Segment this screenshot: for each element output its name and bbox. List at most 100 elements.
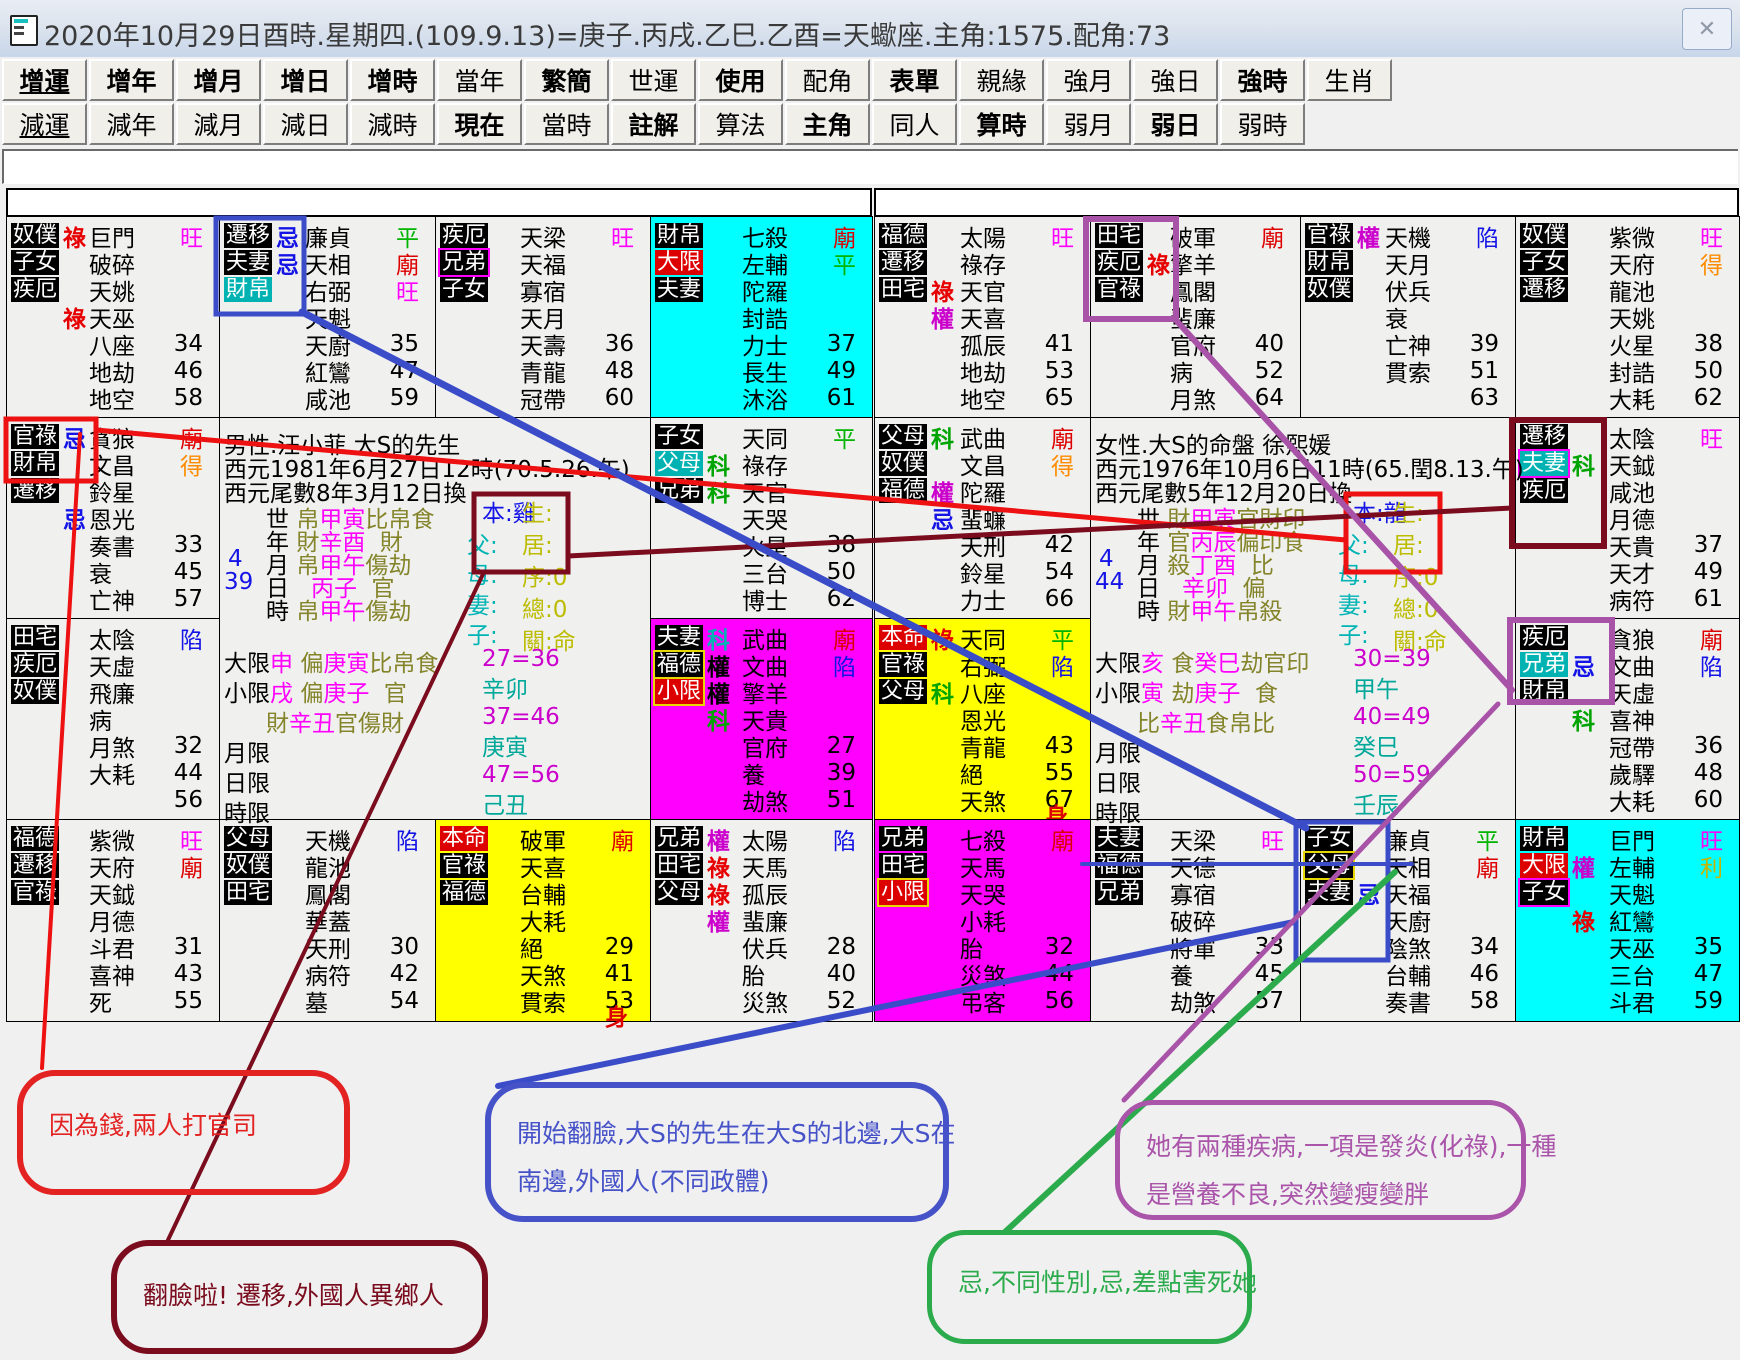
- star-row: 紫微旺: [1609, 225, 1723, 252]
- toolbar-button-配角[interactable]: 配角: [785, 59, 870, 101]
- star-row: 天相廟: [305, 252, 419, 279]
- palace-badge-財帛: 財帛: [655, 223, 704, 248]
- star-row: 天機陷: [1385, 225, 1499, 252]
- toolbar-button-增日[interactable]: 增日: [263, 59, 348, 101]
- toolbar-button-弱日[interactable]: 弱日: [1133, 103, 1218, 145]
- toolbar-button-算法[interactable]: 算法: [698, 103, 783, 145]
- hua-mark-祿: 祿: [63, 306, 86, 333]
- decade-range: 30=39: [1353, 646, 1431, 672]
- shen-marker: 身: [605, 1005, 628, 1031]
- toolbar-button-增年[interactable]: 增年: [89, 59, 174, 101]
- palace-badge-福德: 福德: [879, 223, 928, 248]
- palace-labels: 夫妻福德兄弟: [1095, 825, 1144, 906]
- star-row: 月德: [89, 909, 135, 936]
- toolbar-button-表單[interactable]: 表單: [872, 59, 957, 101]
- toolbar-button-同人[interactable]: 同人: [872, 103, 957, 145]
- toolbar-button-減時[interactable]: 減時: [350, 103, 435, 145]
- toolbar-button-親緣[interactable]: 親緣: [959, 59, 1044, 101]
- palace-badge-奴僕: 奴僕: [224, 853, 273, 878]
- toolbar-button-增時[interactable]: 增時: [350, 59, 435, 101]
- hua-mark-忌: 忌: [276, 252, 300, 279]
- toolbar-button-現在[interactable]: 現在: [437, 103, 522, 145]
- toolbar-button-使用[interactable]: 使用: [698, 59, 783, 101]
- palace-badge-夫妻: 夫妻: [1305, 880, 1354, 905]
- toolbar-button-世運[interactable]: 世運: [611, 59, 696, 101]
- star-row: 太陽陷: [742, 828, 856, 855]
- palace-badge-子女: 子女: [1517, 878, 1571, 907]
- toolbar-button-減月[interactable]: 減月: [176, 103, 261, 145]
- toolbar-button-強月[interactable]: 強月: [1046, 59, 1131, 101]
- palace-badge-田宅: 田宅: [655, 853, 704, 878]
- close-button[interactable]: ✕: [1682, 8, 1732, 50]
- palace-labels: 官祿權財帛奴僕: [1305, 222, 1380, 303]
- toolbar-button-算時[interactable]: 算時: [959, 103, 1044, 145]
- toolbar-button-減日[interactable]: 減日: [263, 103, 348, 145]
- palace-labels: 財帛大限權子女祿: [1517, 825, 1595, 936]
- palace-badge-福德: 福德: [652, 650, 706, 679]
- palace-badge-兄弟: 兄弟: [879, 826, 928, 851]
- toolbar-button-增運[interactable]: 增運: [2, 59, 87, 101]
- star-row: 56: [173, 786, 203, 813]
- command-input[interactable]: [2, 149, 1738, 184]
- toolbar-button-註解[interactable]: 註解: [611, 103, 696, 145]
- stat-label: 居:: [522, 533, 553, 559]
- toolbar-button-弱時[interactable]: 弱時: [1220, 103, 1305, 145]
- info-panel-male: 男性.汪小菲 大S的先生西元1981年6月27日12時(70.5.26.午)西元…: [219, 417, 651, 827]
- palace-badge-父母: 父母: [655, 880, 704, 905]
- toolbar-button-增月[interactable]: 增月: [176, 59, 261, 101]
- toolbar-button-生肖[interactable]: 生肖: [1307, 59, 1392, 101]
- toolbar-button-強時[interactable]: 強時: [1220, 59, 1305, 101]
- star-row: 祿存: [960, 252, 1006, 279]
- star-row: 太陰旺: [1609, 426, 1723, 453]
- decade-range: 50=59: [1353, 762, 1431, 788]
- toolbar-button-當年[interactable]: 當年: [437, 59, 522, 101]
- palace-badge-子女: 子女: [655, 424, 704, 449]
- star-row: 破軍廟: [520, 828, 634, 855]
- pillar-line: 時 帛甲午傷劫: [266, 599, 412, 625]
- kin-label: 子:: [467, 623, 498, 649]
- toolbar-button-當時[interactable]: 當時: [524, 103, 609, 145]
- toolbar-button-主角[interactable]: 主角: [785, 103, 870, 145]
- toolbar-button-減運[interactable]: 減運: [2, 103, 87, 145]
- palace-badge-小限: 小限: [652, 677, 706, 706]
- toolbar-button-強日[interactable]: 強日: [1133, 59, 1218, 101]
- toolbar-button-弱月[interactable]: 弱月: [1046, 103, 1131, 145]
- toolbar-button-減年[interactable]: 減年: [89, 103, 174, 145]
- toolbar-button-繁簡[interactable]: 繁簡: [524, 59, 609, 101]
- annotation-two-diseases: 她有兩種疾病,一項是發炎(化祿),一種是營養不良,突然變瘦變胖: [1115, 1100, 1556, 1220]
- toolbar: 增運增年增月增日增時當年繁簡世運使用配角表單親緣強月強日強時生肖減運減年減月減日…: [0, 57, 1740, 147]
